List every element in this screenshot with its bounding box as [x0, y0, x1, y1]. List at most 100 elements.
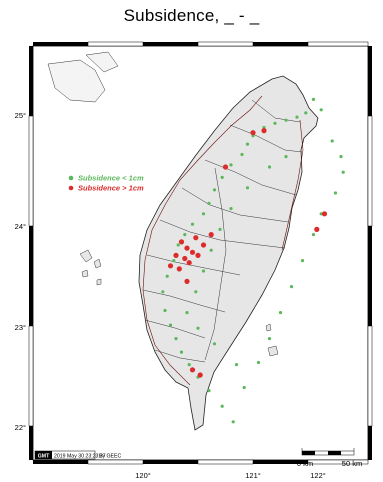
station-green: [289, 285, 294, 289]
station-green: [333, 191, 338, 195]
station-green: [304, 111, 308, 115]
lon-tick-120: 120°: [135, 471, 151, 480]
station-green: [231, 420, 235, 424]
station-red: [176, 266, 182, 272]
station-green: [229, 163, 233, 167]
station-red: [182, 255, 188, 262]
station-green: [183, 233, 187, 237]
station-green: [163, 308, 167, 313]
coastal-islands-northwest: [47, 51, 119, 103]
roads: [142, 95, 304, 386]
station-red: [189, 367, 196, 373]
station-green: [207, 389, 211, 393]
station-red: [261, 128, 267, 134]
station-green: [196, 326, 200, 330]
station-green: [330, 139, 334, 143]
lon-tick-121: 121°: [245, 471, 261, 480]
station-red: [321, 211, 328, 217]
gmt-stamp: GMT 2019 May 30 23:23:37 By GEEC: [34, 450, 121, 459]
station-green: [229, 207, 233, 211]
station-red: [186, 260, 192, 266]
lon-axis: 120° 121° 122°: [135, 471, 326, 480]
station-red: [197, 372, 203, 378]
station-green: [220, 175, 224, 179]
station-red: [193, 235, 199, 241]
station-red: [184, 245, 190, 251]
taiwan-island: [138, 75, 319, 431]
lat-axis: 25° 24° 23° 22°: [15, 111, 26, 432]
station-green: [284, 155, 288, 159]
lat-tick-23: 23°: [15, 323, 26, 332]
legend-red-dot: [68, 185, 74, 191]
station-green: [284, 118, 288, 122]
station-red: [173, 252, 179, 258]
station-green: [273, 121, 277, 125]
legend-item-green: Subsidence < 1cm: [68, 174, 144, 183]
station-green: [278, 311, 283, 315]
station-markers: [161, 97, 345, 424]
station-green: [245, 142, 250, 146]
station-green: [300, 259, 305, 263]
station-green: [242, 385, 246, 390]
station-red: [195, 252, 201, 258]
station-green: [234, 363, 239, 367]
frame-bottom: [33, 459, 369, 465]
station-green: [201, 212, 206, 216]
station-green: [165, 274, 169, 278]
station-green: [187, 363, 191, 367]
station-green: [319, 108, 323, 112]
frame-left: [28, 46, 34, 460]
frame-top: [33, 41, 369, 47]
scale-left-label: 0 km: [297, 459, 313, 468]
station-green: [179, 350, 184, 354]
legend: Subsidence < 1cm Subsidence > 1cm: [68, 174, 144, 193]
station-green: [212, 188, 217, 192]
penghu-islands: [79, 249, 102, 286]
station-green: [311, 233, 316, 237]
station-green: [161, 290, 165, 294]
station-green: [174, 337, 178, 341]
station-green: [245, 186, 250, 190]
station-green: [339, 155, 343, 159]
station-red: [178, 239, 185, 245]
station-green: [168, 323, 173, 327]
eastern-islands: [265, 323, 279, 357]
station-green: [209, 248, 213, 252]
station-green: [267, 165, 272, 169]
landmass: [47, 51, 319, 431]
legend-green-dot: [68, 175, 74, 181]
station-red: [250, 130, 256, 136]
map-title: Subsidence, _ - _: [123, 6, 260, 25]
legend-label-green: Subsidence < 1cm: [78, 174, 144, 183]
station-green: [212, 342, 217, 346]
stamp-timestamp: 2019 May 30 23:23:37: [54, 453, 106, 459]
station-red: [184, 278, 190, 284]
station-green: [256, 360, 261, 365]
station-red: [208, 232, 214, 238]
station-green: [295, 115, 299, 119]
lat-tick-22: 22°: [15, 423, 26, 432]
scale-right-label: 50 km: [342, 459, 362, 468]
stamp-credit: By GEEC: [99, 453, 121, 459]
station-green: [185, 311, 189, 315]
lat-tick-24: 24°: [15, 222, 26, 231]
station-red: [222, 164, 229, 170]
frame-right: [367, 46, 373, 460]
station-green: [194, 290, 198, 294]
station-red: [314, 226, 320, 232]
station-green: [267, 337, 272, 341]
station-green: [311, 97, 316, 101]
lon-tick-122: 122°: [310, 471, 326, 480]
station-green: [207, 201, 211, 205]
legend-label-red: Subsidence > 1cm: [78, 184, 144, 193]
station-green: [176, 243, 180, 247]
lat-tick-25: 25°: [15, 111, 26, 120]
legend-item-red: Subsidence > 1cm: [68, 184, 144, 193]
station-green: [220, 404, 224, 408]
station-red: [200, 242, 207, 248]
station-green: [190, 222, 195, 226]
station-green: [172, 259, 176, 263]
station-red: [167, 263, 174, 269]
station-green: [240, 152, 244, 157]
